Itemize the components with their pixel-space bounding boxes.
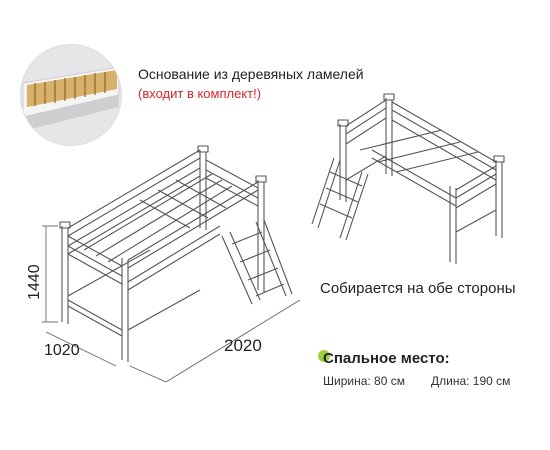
slat-base-title: Основание из деревяных ламелей xyxy=(138,66,364,82)
sleeping-area-title: Спальное место: xyxy=(323,350,450,367)
assembly-note: Собирается на обе стороны xyxy=(320,280,516,297)
sleeping-area-width: Ширина: 80 см xyxy=(323,374,405,388)
sleeping-area-length: Длина: 190 см xyxy=(431,374,511,388)
left-bed-frame xyxy=(59,145,293,362)
slat-base-note: (входит в комплект!) xyxy=(138,86,262,101)
slat-base-illustration xyxy=(21,45,121,145)
dimension-lines xyxy=(42,225,301,383)
height-dimension: 1440 xyxy=(26,264,43,300)
width-dimension: 1020 xyxy=(44,342,80,359)
right-bed-frame xyxy=(311,93,505,264)
slat-base-photo xyxy=(20,44,122,146)
length-dimension: 2020 xyxy=(224,336,262,355)
green-dot-icon xyxy=(318,350,330,362)
